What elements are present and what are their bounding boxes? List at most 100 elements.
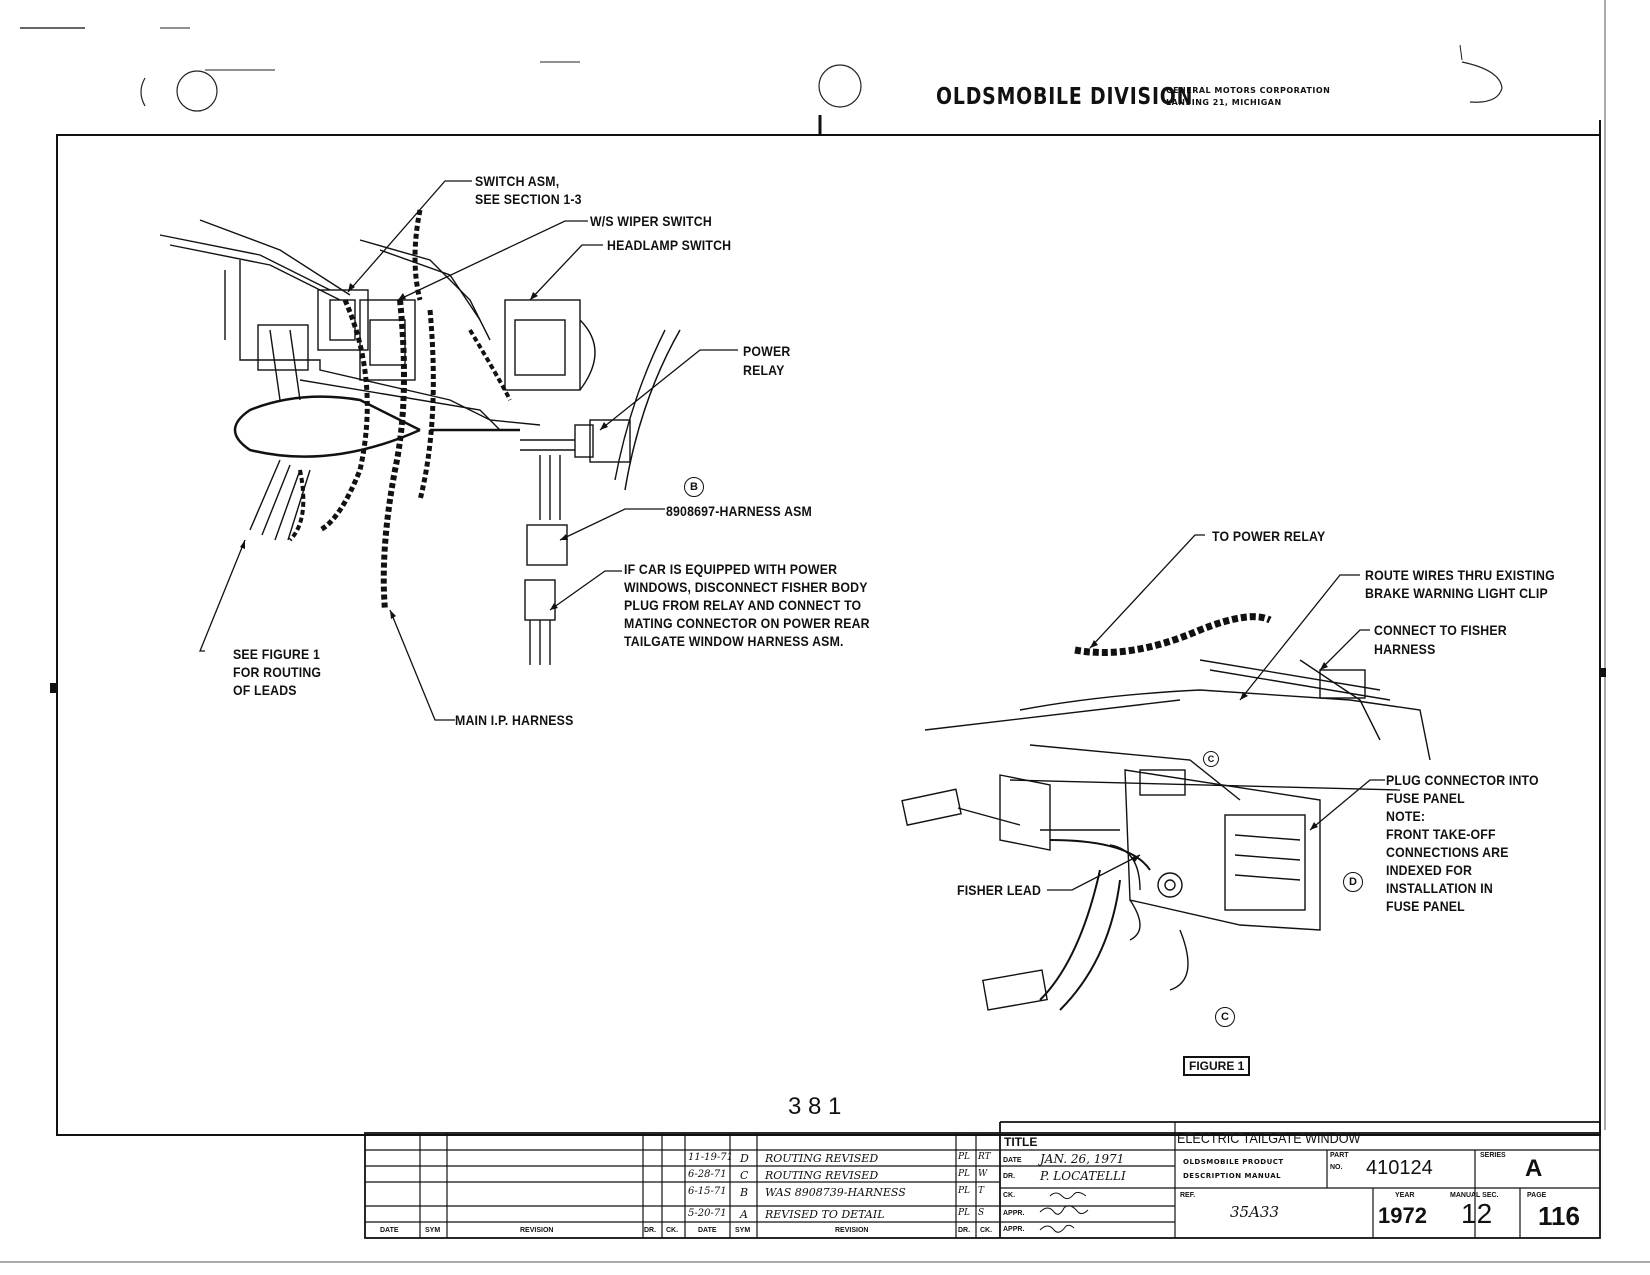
manual-name-2: DESCRIPTION MANUAL: [1183, 1172, 1282, 1180]
callout-circle-d: D: [1343, 872, 1363, 892]
part-label-2: NO.: [1330, 1164, 1343, 1171]
binder-hole-left-edge: [140, 77, 146, 107]
drawing-title: ELECTRIC TAILGATE WINDOW: [1177, 1130, 1361, 1146]
rev-row-c-date: 6-28-71: [688, 1169, 727, 1180]
label-main-ip-harness: MAIN I.P. HARNESS: [455, 712, 574, 728]
harness-connector: [526, 524, 568, 566]
rev-header-revision: REVISION: [520, 1227, 554, 1234]
label-note-line-1: IF CAR IS EQUIPPED WITH POWER: [624, 561, 838, 577]
manual-sec-value: 12: [1461, 1198, 1493, 1229]
label-connect-fisher: CONNECT TO FISHER: [1374, 622, 1507, 638]
label-note-line-2: WINDOWS, DISCONNECT FISHER BODY: [624, 579, 868, 595]
label-switch-asm-section: SEE SECTION 1-3: [475, 191, 582, 207]
binder-hole-left: [176, 70, 218, 112]
rev-row-b-sym: B: [740, 1186, 749, 1199]
dr-value: P. LOCATELLI: [1040, 1169, 1126, 1183]
rev-row-d-ck: RT: [978, 1152, 991, 1162]
series-label: SERIES: [1480, 1152, 1506, 1159]
rev-row-c-revision: ROUTING REVISED: [765, 1169, 879, 1182]
rev-row-c-sym: C: [740, 1169, 749, 1182]
label-wiper-switch: W/S WIPER SWITCH: [590, 213, 712, 229]
binder-hole-right: [1461, 61, 1503, 103]
label-connect-fisher-2: HARNESS: [1374, 641, 1436, 657]
rev-row-a-sym: A: [740, 1208, 748, 1221]
date-label: DATE: [1003, 1157, 1022, 1164]
rev-row-d-revision: ROUTING REVISED: [765, 1152, 879, 1165]
rev-row-b-ck: T: [978, 1186, 985, 1196]
rev-row-b-revision: WAS 8908739-HARNESS: [765, 1186, 906, 1199]
rev-header-ck-2: CK.: [980, 1227, 993, 1234]
dr-label: DR.: [1003, 1173, 1016, 1180]
label-plug-note: NOTE:: [1386, 808, 1426, 824]
vertical-harness-2: [417, 309, 436, 501]
power-relay: [589, 419, 631, 463]
label-see-figure-3: OF LEADS: [233, 682, 297, 698]
series-value: A: [1525, 1155, 1543, 1182]
year-label: YEAR: [1395, 1192, 1415, 1199]
corp-line-1: GENERAL MOTORS CORPORATION: [1166, 86, 1331, 95]
rev-row-d-dr: PL: [958, 1152, 971, 1162]
ref-value: 35A33: [1230, 1203, 1280, 1221]
rev-header-dr: DR.: [644, 1227, 657, 1234]
page-value: 116: [1538, 1201, 1580, 1231]
fuse-panel: [1124, 769, 1321, 931]
rev-header-revision-2: REVISION: [835, 1227, 869, 1234]
rev-header-date: DATE: [380, 1227, 399, 1234]
rev-row-c-ck: W: [978, 1169, 988, 1179]
binder-hole-center: [818, 64, 862, 108]
rev-row-c-dr: PL: [958, 1169, 971, 1179]
callout-circle-c: C: [1215, 1007, 1235, 1027]
part-number: 410124: [1366, 1157, 1433, 1179]
label-plug-note-5: INSTALLATION IN: [1386, 880, 1493, 896]
vertical-harness-1: [380, 299, 407, 611]
rev-row-a-ck: S: [978, 1208, 985, 1218]
label-power-relay-2: RELAY: [743, 362, 785, 378]
rev-row-a-dr: PL: [958, 1208, 971, 1218]
label-harness-asm: 8908697-HARNESS ASM: [666, 503, 812, 519]
rev-row-a-revision: REVISED TO DETAIL: [765, 1208, 885, 1221]
manual-sec-label: MANUAL SEC.: [1450, 1192, 1499, 1199]
rev-header-ck: CK.: [666, 1227, 679, 1234]
label-plug-note-2: FRONT TAKE-OFF: [1386, 826, 1496, 842]
headlamp-switch-body: [504, 299, 581, 391]
manual-name-1: OLDSMOBILE PRODUCT: [1183, 1158, 1284, 1166]
label-note-line-3: PLUG FROM RELAY AND CONNECT TO: [624, 597, 862, 613]
label-route-wires: ROUTE WIRES THRU EXISTING: [1365, 567, 1555, 583]
fisher-connector: [1319, 669, 1366, 699]
brake-pedal-pad: [901, 788, 962, 826]
figure-1-label: FIGURE 1: [1183, 1056, 1251, 1076]
label-route-wires-2: BRAKE WARNING LIGHT CLIP: [1365, 585, 1548, 601]
rev-header-date-2: DATE: [698, 1227, 717, 1234]
rev-header-sym-2: SYM: [735, 1227, 751, 1234]
appr-label: APPR.: [1003, 1210, 1025, 1217]
label-note-line-4: MATING CONNECTOR ON POWER REAR: [624, 615, 870, 631]
label-note-line-5: TAILGATE WINDOW HARNESS ASM.: [624, 633, 844, 649]
rev-row-d-date: 11-19-71: [688, 1152, 733, 1163]
main-harness-loop: [233, 395, 421, 458]
label-plug-connector: PLUG CONNECTOR INTO: [1386, 772, 1539, 788]
rev-header-dr-2: DR.: [958, 1227, 971, 1234]
label-plug-connector-2: FUSE PANEL: [1386, 790, 1465, 806]
label-headlamp-switch: HEADLAMP SWITCH: [607, 237, 732, 253]
callout-circle-c-small: C: [1203, 751, 1219, 767]
rev-row-a-date: 5-20-71: [688, 1208, 727, 1219]
title-label: TITLE: [1004, 1135, 1038, 1149]
label-to-power-relay: TO POWER RELAY: [1212, 528, 1326, 544]
drawing-border: [56, 134, 1601, 1136]
division-title: OLDSMOBILE DIVISION: [936, 84, 1194, 110]
ck-label: CK.: [1003, 1192, 1016, 1199]
upper-harness-lower: [1074, 613, 1272, 656]
part-label-1: PART: [1330, 1152, 1349, 1159]
left-clip: [257, 324, 309, 371]
date-value: JAN. 26, 1971: [1040, 1152, 1125, 1166]
rev-row-d-sym: D: [740, 1152, 749, 1165]
label-fisher-lead: FISHER LEAD: [957, 882, 1042, 898]
center-page-number: 3 8 1: [788, 1093, 842, 1120]
corp-line-2: LANSING 21, MICHIGAN: [1166, 98, 1282, 107]
year-value: 1972: [1378, 1203, 1427, 1228]
label-see-figure-2: FOR ROUTING: [233, 664, 322, 680]
